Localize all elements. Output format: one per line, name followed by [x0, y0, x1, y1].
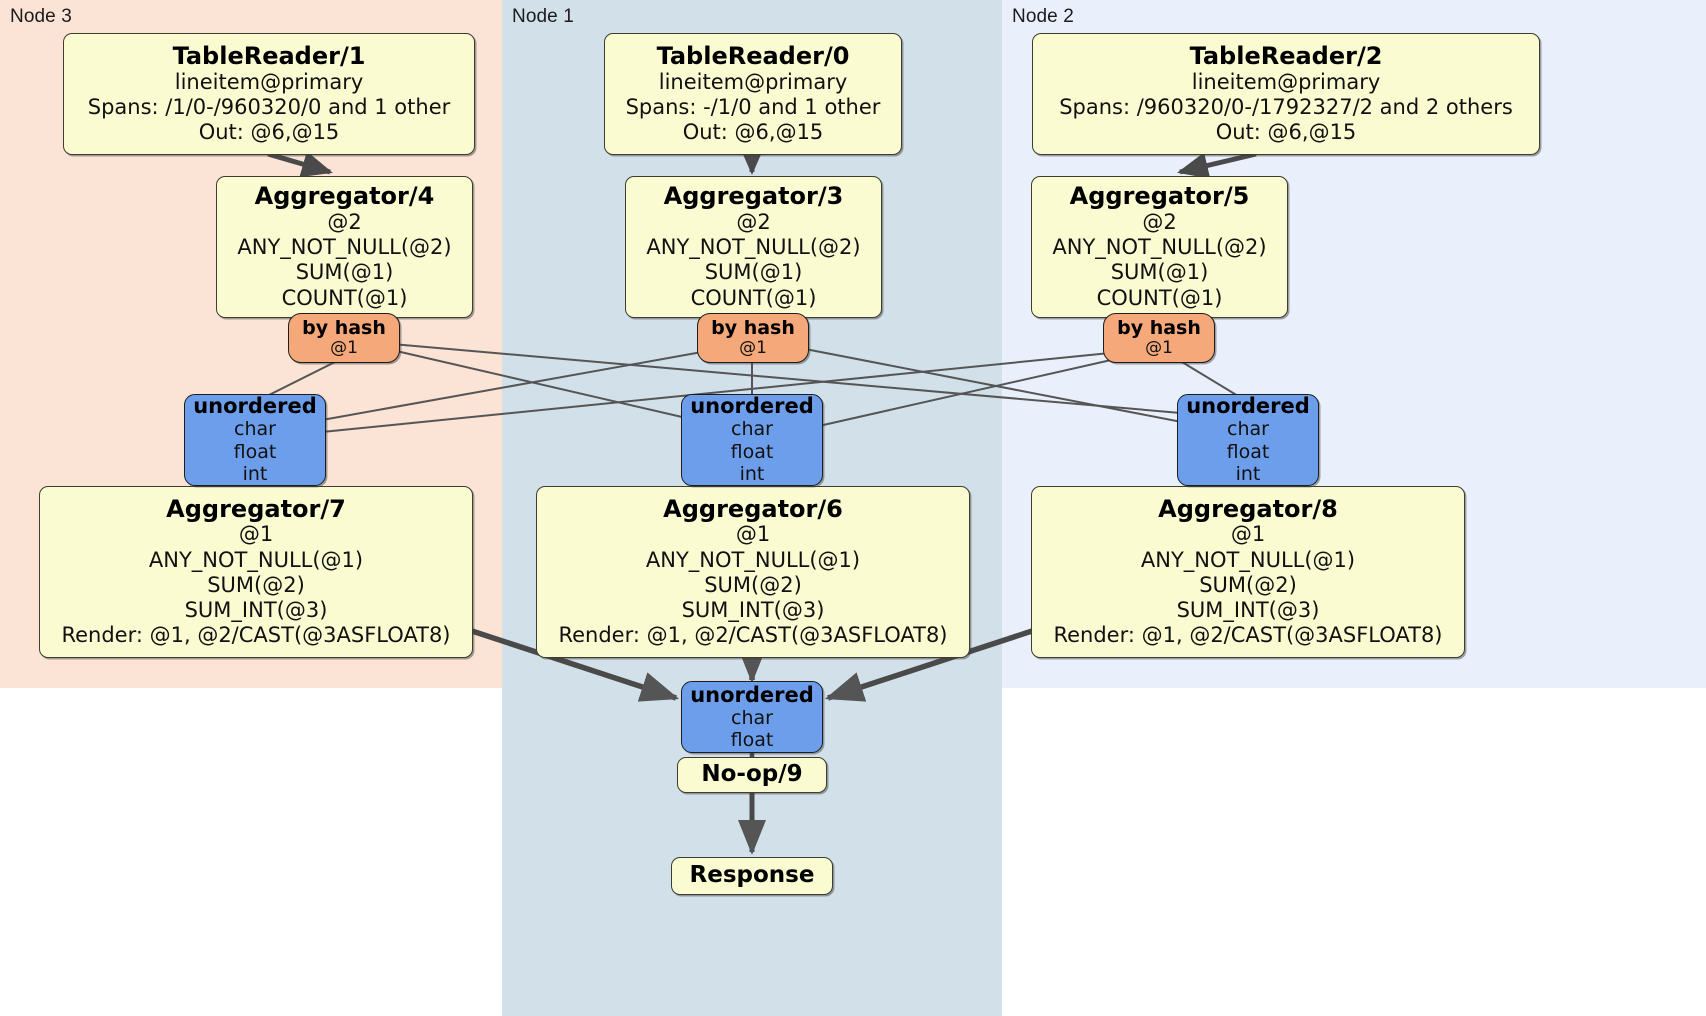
- processor-detail-line: SUM(@1): [704, 260, 803, 285]
- processor-detail-line: Out: @6,@15: [1215, 120, 1357, 145]
- processor-detail-line: SUM(@2): [1199, 572, 1297, 597]
- processor-title: Aggregator/6: [663, 494, 843, 523]
- processor-aggregator-8[interactable]: Aggregator/8 @1 ANY_NOT_NULL(@1) SUM(@2)…: [1031, 486, 1465, 658]
- synchronizer-type: char: [1227, 418, 1269, 441]
- router-title: by hash: [302, 316, 386, 339]
- router-title: by hash: [1117, 316, 1201, 339]
- processor-detail-line: @2: [1142, 210, 1177, 235]
- processor-response[interactable]: Response: [671, 857, 833, 895]
- synchronizer-title: unordered: [1186, 394, 1310, 419]
- router-detail: @1: [1145, 337, 1173, 358]
- router-by-hash-right[interactable]: by hash @1: [1103, 313, 1215, 363]
- processor-detail-line: SUM(@2): [704, 572, 802, 597]
- synchronizer-title: unordered: [690, 394, 814, 419]
- router-detail: @1: [330, 337, 358, 358]
- processor-detail-line: SUM(@1): [295, 260, 394, 285]
- processor-detail-line: @1: [735, 522, 771, 547]
- processor-aggregator-6[interactable]: Aggregator/6 @1 ANY_NOT_NULL(@1) SUM(@2)…: [536, 486, 970, 658]
- processor-detail-line: lineitem@primary: [658, 69, 848, 94]
- node-panel-label-node1: Node 1: [512, 6, 574, 27]
- processor-detail-line: Spans: /960320/0-/1792327/2 and 2 others: [1059, 94, 1513, 119]
- processor-detail-line: Spans: -/1/0 and 1 other: [625, 94, 881, 119]
- synchronizer-unordered-left[interactable]: unordered char float int: [184, 394, 326, 486]
- processor-detail-line: SUM_INT(@3): [1176, 598, 1320, 623]
- processor-detail-line: @2: [736, 210, 771, 235]
- synchronizer-type: int: [1235, 463, 1261, 486]
- processor-detail-line: ANY_NOT_NULL(@2): [237, 235, 452, 260]
- processor-aggregator-4[interactable]: Aggregator/4 @2 ANY_NOT_NULL(@2) SUM(@1)…: [216, 176, 473, 318]
- processor-detail-line: Out: @6,@15: [198, 120, 340, 145]
- processor-detail-line: ANY_NOT_NULL(@1): [645, 547, 861, 572]
- processor-detail-line: @2: [327, 210, 362, 235]
- processor-title: No-op/9: [701, 761, 803, 788]
- processor-detail-line: lineitem@primary: [1191, 69, 1381, 94]
- processor-title: Aggregator/5: [1069, 182, 1250, 211]
- router-detail: @1: [739, 337, 767, 358]
- processor-detail-line: SUM(@2): [207, 572, 305, 597]
- processor-aggregator-5[interactable]: Aggregator/5 @2 ANY_NOT_NULL(@2) SUM(@1)…: [1031, 176, 1288, 318]
- node-panel-label-node2: Node 2: [1012, 6, 1074, 27]
- processor-detail-line: ANY_NOT_NULL(@1): [148, 547, 364, 572]
- synchronizer-type: float: [730, 729, 774, 752]
- processor-detail-line: SUM(@1): [1110, 260, 1209, 285]
- processor-detail-line: COUNT(@1): [1096, 285, 1223, 310]
- synchronizer-title: unordered: [690, 682, 814, 707]
- processor-aggregator-7[interactable]: Aggregator/7 @1 ANY_NOT_NULL(@1) SUM(@2)…: [39, 486, 473, 658]
- processor-title: Aggregator/4: [254, 182, 435, 211]
- processor-title: Response: [689, 862, 815, 889]
- processor-table-reader-2[interactable]: TableReader/2 lineitem@primary Spans: /9…: [1032, 33, 1540, 155]
- processor-detail-line: @1: [238, 522, 274, 547]
- processor-detail-line: ANY_NOT_NULL(@1): [1140, 547, 1356, 572]
- processor-detail-line: Render: @1, @2/CAST(@3ASFLOAT8): [1053, 623, 1443, 648]
- processor-title: TableReader/0: [656, 41, 850, 70]
- synchronizer-unordered-right[interactable]: unordered char float int: [1177, 394, 1319, 486]
- processor-title: TableReader/2: [1189, 41, 1383, 70]
- synchronizer-unordered-final[interactable]: unordered char float: [681, 681, 823, 753]
- processor-detail-line: COUNT(@1): [281, 285, 408, 310]
- router-by-hash-center[interactable]: by hash @1: [697, 313, 809, 363]
- processor-detail-line: @1: [1230, 522, 1266, 547]
- synchronizer-unordered-center[interactable]: unordered char float int: [681, 394, 823, 486]
- synchronizer-type: char: [731, 418, 773, 441]
- synchronizer-type: int: [242, 463, 268, 486]
- processor-detail-line: Render: @1, @2/CAST(@3ASFLOAT8): [61, 623, 451, 648]
- processor-no-op-9[interactable]: No-op/9: [677, 757, 827, 793]
- processor-detail-line: Spans: /1/0-/960320/0 and 1 other: [87, 94, 451, 119]
- router-by-hash-left[interactable]: by hash @1: [288, 313, 400, 363]
- synchronizer-type: float: [1226, 440, 1270, 463]
- router-title: by hash: [711, 316, 795, 339]
- processor-detail-line: SUM_INT(@3): [681, 598, 825, 623]
- processor-detail-line: lineitem@primary: [174, 69, 364, 94]
- processor-table-reader-0[interactable]: TableReader/0 lineitem@primary Spans: -/…: [604, 33, 902, 155]
- processor-title: Aggregator/3: [663, 182, 844, 211]
- processor-detail-line: COUNT(@1): [690, 285, 817, 310]
- processor-detail-line: Render: @1, @2/CAST(@3ASFLOAT8): [558, 623, 948, 648]
- synchronizer-type: char: [234, 418, 276, 441]
- node-panel-label-node3: Node 3: [10, 6, 72, 27]
- synchronizer-type: char: [731, 706, 773, 729]
- processor-title: Aggregator/7: [166, 494, 346, 523]
- processor-detail-line: ANY_NOT_NULL(@2): [646, 235, 861, 260]
- processor-table-reader-1[interactable]: TableReader/1 lineitem@primary Spans: /1…: [63, 33, 475, 155]
- processor-detail-line: SUM_INT(@3): [184, 598, 328, 623]
- processor-title: Aggregator/8: [1158, 494, 1338, 523]
- synchronizer-type: float: [730, 440, 774, 463]
- synchronizer-type: float: [233, 440, 277, 463]
- processor-detail-line: Out: @6,@15: [682, 120, 824, 145]
- processor-aggregator-3[interactable]: Aggregator/3 @2 ANY_NOT_NULL(@2) SUM(@1)…: [625, 176, 882, 318]
- synchronizer-title: unordered: [193, 394, 317, 419]
- processor-title: TableReader/1: [172, 41, 366, 70]
- synchronizer-type: int: [739, 463, 765, 486]
- processor-detail-line: ANY_NOT_NULL(@2): [1052, 235, 1267, 260]
